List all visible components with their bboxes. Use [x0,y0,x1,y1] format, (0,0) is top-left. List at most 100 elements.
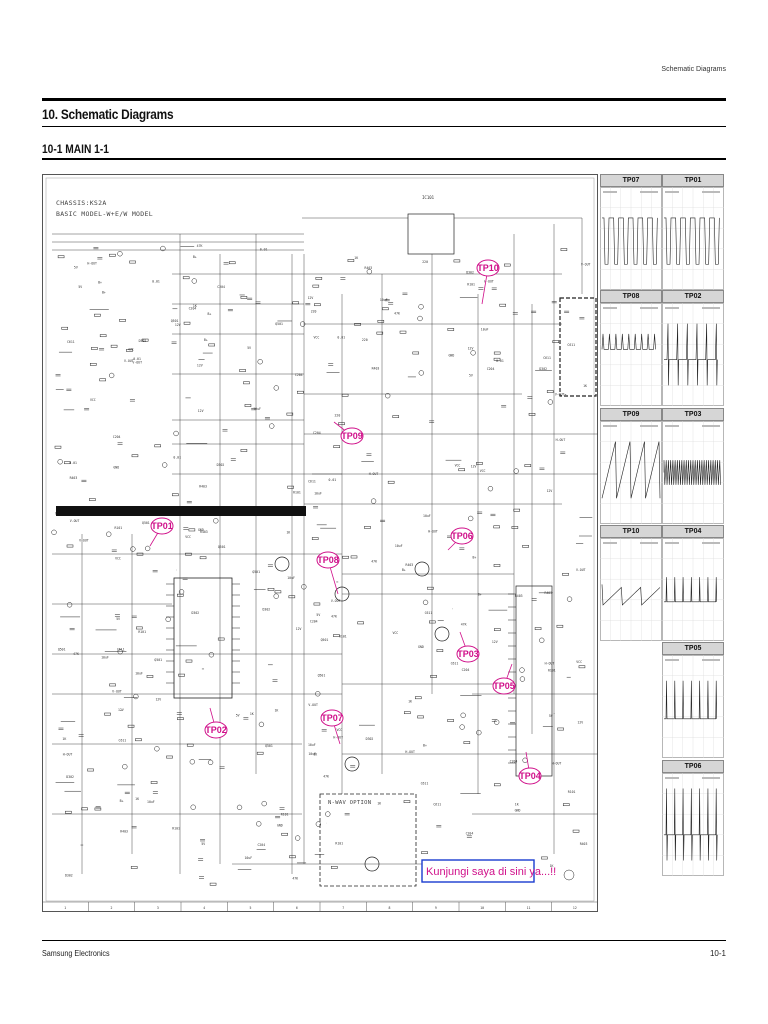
grid-col-label: 7 [342,906,344,910]
svg-text:10uF: 10uF [481,327,489,331]
waveform-trace [600,538,662,641]
svg-text:V-OUT: V-OUT [308,703,318,707]
svg-text:C611: C611 [119,738,127,742]
svg-text:5V: 5V [78,285,82,289]
svg-text:B+: B+ [207,312,211,316]
svg-text:1K: 1K [193,304,197,308]
svg-text:C204: C204 [510,759,518,763]
svg-text:12V: 12V [155,697,161,701]
test-point-tp06: TP06 [447,527,474,551]
svg-text:Q501: Q501 [218,545,226,549]
svg-text:C204: C204 [462,668,470,672]
svg-text:Q501: Q501 [142,521,150,525]
svg-text:0.01: 0.01 [133,357,141,361]
svg-text:H-OUT: H-OUT [556,438,566,442]
svg-text:H-OUT: H-OUT [63,752,73,756]
svg-text:10uF: 10uF [314,492,322,496]
subsection-rule [42,158,726,160]
svg-text:B+: B+ [472,555,476,559]
svg-text:1K: 1K [408,699,412,703]
svg-text:5V: 5V [201,842,205,846]
svg-text:C611: C611 [67,340,75,344]
waveform-label: TP01 [662,174,724,187]
svg-text:V-OUT: V-OUT [70,519,80,523]
svg-text:VCC: VCC [185,535,191,539]
test-point-tp10: TP10 [476,259,500,305]
svg-text:10uF: 10uF [380,298,388,302]
test-point-tp09: TP09 [333,421,364,445]
svg-text:47K: 47K [331,614,337,618]
svg-text:R403: R403 [406,563,414,567]
svg-text:0.01: 0.01 [496,359,504,363]
svg-text:R101: R101 [138,630,146,634]
svg-text:12V: 12V [471,464,477,468]
svg-text:0.01: 0.01 [260,248,268,252]
svg-text:1K: 1K [286,531,290,535]
waveform-trace [662,187,724,290]
svg-text:B+: B+ [402,568,406,572]
svg-text:12V: 12V [577,721,583,725]
svg-text:1K: 1K [135,797,139,801]
test-point-tp08: TP08 [316,551,340,595]
svg-text:B+: B+ [204,338,208,342]
svg-text:GND: GND [198,528,204,532]
svg-text:C204: C204 [487,367,495,371]
grid-col-label: 11 [527,906,531,910]
svg-text:1K: 1K [550,864,554,868]
svg-text:47K: 47K [394,312,400,316]
crt-socket-module [559,297,597,397]
section-title: 10. Schematic Diagrams [42,106,174,122]
svg-text:220: 220 [362,338,368,342]
svg-text:5V: 5V [549,714,553,718]
svg-text:B+: B+ [98,281,102,285]
svg-text:1K: 1K [583,384,587,388]
svg-text:12V: 12V [308,296,314,300]
svg-text:R403: R403 [544,591,552,595]
svg-text:10uF: 10uF [287,576,295,580]
svg-text:Q501: Q501 [265,744,273,748]
svg-text:TP05: TP05 [493,681,515,691]
svg-text:B+: B+ [102,291,106,295]
title-rule [42,126,726,127]
svg-text:R101: R101 [568,790,576,794]
waveform-label: TP02 [662,290,724,303]
svg-text:C611: C611 [117,647,125,651]
svg-text:R403: R403 [515,594,523,598]
svg-text:TP02: TP02 [205,725,227,735]
waveform-trace [662,303,724,406]
svg-text:C204: C204 [295,373,303,377]
waveform-trace [600,187,662,290]
ic-label: IC101 [422,195,435,200]
svg-text:TP10: TP10 [477,263,499,273]
svg-text:5V: 5V [74,266,78,270]
svg-text:R101: R101 [115,526,123,530]
svg-text:C611: C611 [425,611,433,615]
svg-text:C204: C204 [466,831,474,835]
svg-text:V-OUT: V-OUT [132,360,142,364]
nwav-option-box [319,793,417,887]
svg-text:R101: R101 [281,812,289,816]
grid-col-label: 8 [389,906,391,910]
test-point-tp03: TP03 [456,631,480,663]
svg-text:B+: B+ [423,744,427,748]
svg-text:VCC: VCC [336,728,342,732]
waveform-label: TP08 [600,290,662,303]
svg-text:10uF: 10uF [308,743,316,747]
svg-text:0.01: 0.01 [69,461,77,465]
svg-text:TP09: TP09 [341,431,363,441]
svg-text:10uF: 10uF [308,752,316,756]
svg-text:H-OUT: H-OUT [369,472,379,476]
svg-text:VCC: VCC [455,464,461,468]
svg-text:H-OUT: H-OUT [545,661,555,665]
svg-text:C611: C611 [543,356,551,360]
waveform-label: TP07 [600,174,662,187]
svg-text:47K: 47K [197,244,203,248]
svg-text:12V: 12V [118,708,124,712]
svg-text:5V: 5V [247,346,251,350]
svg-text:10uF: 10uF [147,800,155,804]
svg-text:47K: 47K [461,623,467,627]
svg-text:12V: 12V [175,323,181,327]
svg-text:Q501: Q501 [154,658,162,662]
test-point-tp07: TP07 [320,709,344,745]
svg-text:12V: 12V [492,640,498,644]
